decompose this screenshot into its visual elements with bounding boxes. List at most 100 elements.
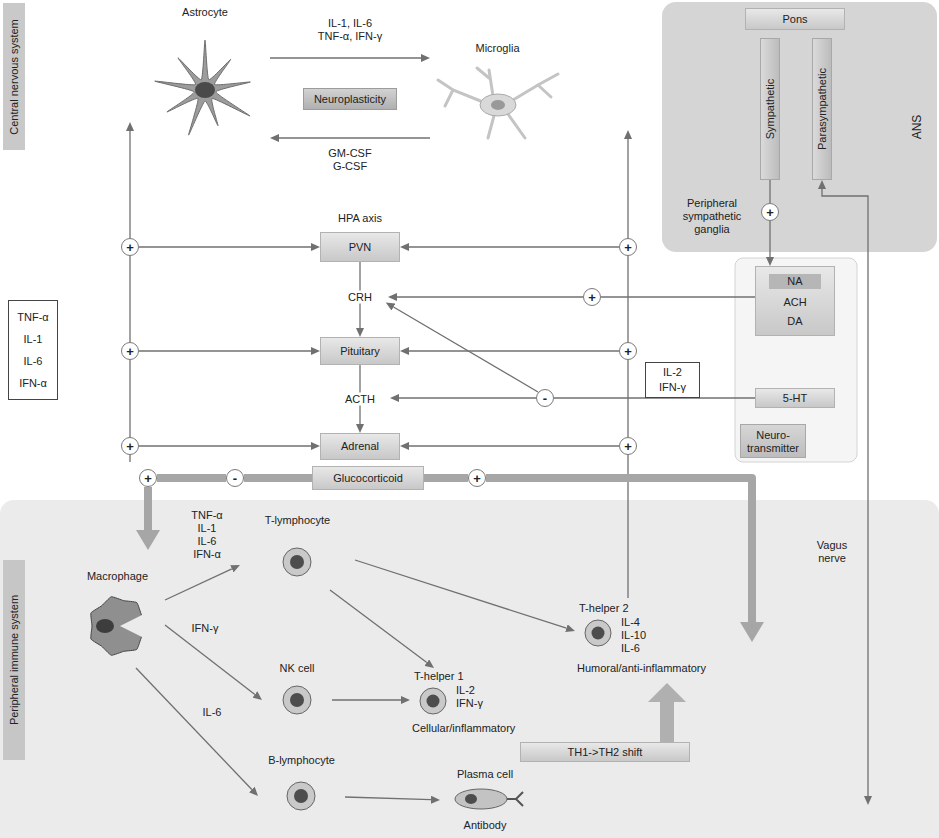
inhibition-arrow <box>399 397 536 398</box>
function-label: Cellular/inflammatory <box>412 722 515 735</box>
arrow-connector <box>769 221 770 257</box>
plasma-body <box>455 789 507 809</box>
lymphocyte-body <box>283 686 311 714</box>
box-label: Pituitary <box>340 345 380 358</box>
cytokine-box: IL-2 IFN-γ <box>645 362 700 398</box>
box-label: IL-2 IFN-γ <box>653 365 693 395</box>
region-label: Central nervous system <box>8 19 21 135</box>
box-label: NA <box>769 274 820 289</box>
sign-symbol: + <box>126 440 134 453</box>
lym-picture <box>418 686 448 716</box>
sign-symbol: + <box>624 345 632 358</box>
neurotransmitter-panel: NAACHDA 5-HT Neuro-transmitter <box>735 258 857 462</box>
line-connector <box>769 180 770 203</box>
lym-picture <box>285 780 317 812</box>
line-connector <box>601 296 755 297</box>
sign-circle: - <box>226 469 244 487</box>
macrophage-mouth <box>120 608 156 644</box>
astro-picture <box>150 24 260 148</box>
macro-picture <box>78 588 158 664</box>
box-label: Neuro-transmitter <box>740 424 806 458</box>
cell-name: Macrophage <box>70 570 165 583</box>
macrophage-cell: Macrophage <box>70 550 165 668</box>
arrow-connector <box>139 445 311 446</box>
sign-symbol: + <box>126 241 134 254</box>
micro-picture <box>433 60 563 146</box>
box-label: PVN <box>349 241 372 254</box>
helper-cell: T-helper 1IL-2 IFN-γCellular/inflammator… <box>410 668 530 738</box>
arrow-connector <box>409 350 619 351</box>
sign-circle: + <box>619 437 637 455</box>
helper-cell: T-helper 2IL-4 IL-10 IL-6Humoral/anti-in… <box>575 600 725 678</box>
cell-nucleus <box>290 693 304 707</box>
transmitter-box: 5-HT <box>755 388 835 408</box>
box-label: Glucocorticoid <box>333 472 403 485</box>
thick-arrow <box>486 478 752 622</box>
cytokine-list: IL-2 IFN-γ <box>456 684 506 710</box>
process-box: Neuroplasticity <box>303 88 397 110</box>
microglia-branch <box>489 70 493 96</box>
microglia-branch <box>438 80 483 102</box>
signal-label: CRH <box>346 291 374 304</box>
arrow-connector <box>165 569 232 600</box>
arrow-connector <box>139 350 311 351</box>
lym-picture <box>281 546 313 578</box>
lym-picture <box>583 618 613 648</box>
cell-nucleus <box>290 555 304 569</box>
cell-nucleus <box>96 619 114 633</box>
lymphocyte-cell: T-lymphocyte <box>240 512 355 590</box>
astrocyte-body <box>155 40 251 135</box>
signal-label: IL-1, IL-6 TNF-α, IFN-γ <box>314 17 386 43</box>
arrow-connector <box>136 668 252 789</box>
signal-label: IFN-γ <box>190 622 221 635</box>
nk-cell: NK cell <box>262 660 332 722</box>
cell-name: NK cell <box>262 662 332 675</box>
cytokine-line <box>129 131 130 462</box>
lymphocyte-body <box>287 782 315 810</box>
box-label: Adrenal <box>341 440 379 453</box>
cell-name: T-helper 2 <box>579 602 629 615</box>
hormone-box: Glucocorticoid <box>312 466 424 490</box>
arrow-connector <box>270 57 421 58</box>
region-tab: Central nervous system <box>3 3 25 150</box>
microglia-branch <box>477 68 489 78</box>
sign-symbol: + <box>588 291 596 304</box>
lymphocyte-cell: B-lymphocyte <box>258 752 345 818</box>
inhibition-arrow <box>394 307 539 392</box>
sign-circle: + <box>619 238 637 256</box>
microglia-branch <box>538 85 551 97</box>
sign-circle: + <box>583 288 601 306</box>
lym-picture <box>281 684 313 716</box>
cell-name: T-helper 1 <box>414 670 464 683</box>
box-label: DA <box>787 315 802 328</box>
hpa-box: PVN <box>320 232 400 262</box>
microglia-branch <box>513 74 558 100</box>
shift-arrow: TH1->TH2 shift <box>520 742 690 762</box>
nerve-box: Sympathetic <box>760 38 780 180</box>
microglia-body <box>480 94 516 116</box>
sign-circle: - <box>536 389 554 407</box>
stimulus-arrow <box>397 296 583 297</box>
product-label: Antibody <box>440 819 530 832</box>
box-label: TNF-α IL-1 IL-6 IFN-α <box>13 306 53 394</box>
microglia-branch <box>445 90 453 106</box>
lymphocyte-body <box>420 688 446 714</box>
cell-nucleus <box>491 100 505 110</box>
transmitter-box: NAACHDA <box>755 266 835 336</box>
cell-name: Astrocyte <box>140 6 270 19</box>
arrow-connector <box>409 445 619 446</box>
signal-label: IL-6 <box>201 706 224 719</box>
lymphocyte-body <box>585 620 611 646</box>
function-label: Humoral/anti-inflammatory <box>577 662 706 675</box>
signal-label: GM-CSF G-CSF <box>321 147 379 173</box>
immune-region-ground <box>0 500 939 838</box>
sign-circle: + <box>761 203 779 221</box>
sign-symbol: + <box>473 472 481 485</box>
signal-label: TNF-α IL-1 IL-6 IFN-α <box>185 509 229 561</box>
sign-symbol: - <box>233 472 237 485</box>
brain-region-box: Pons <box>745 8 845 30</box>
cell-name: T-lymphocyte <box>240 514 355 527</box>
hpa-box: Pituitary <box>320 337 400 365</box>
arrow-connector <box>332 699 401 700</box>
cell-nucleus <box>427 695 440 708</box>
